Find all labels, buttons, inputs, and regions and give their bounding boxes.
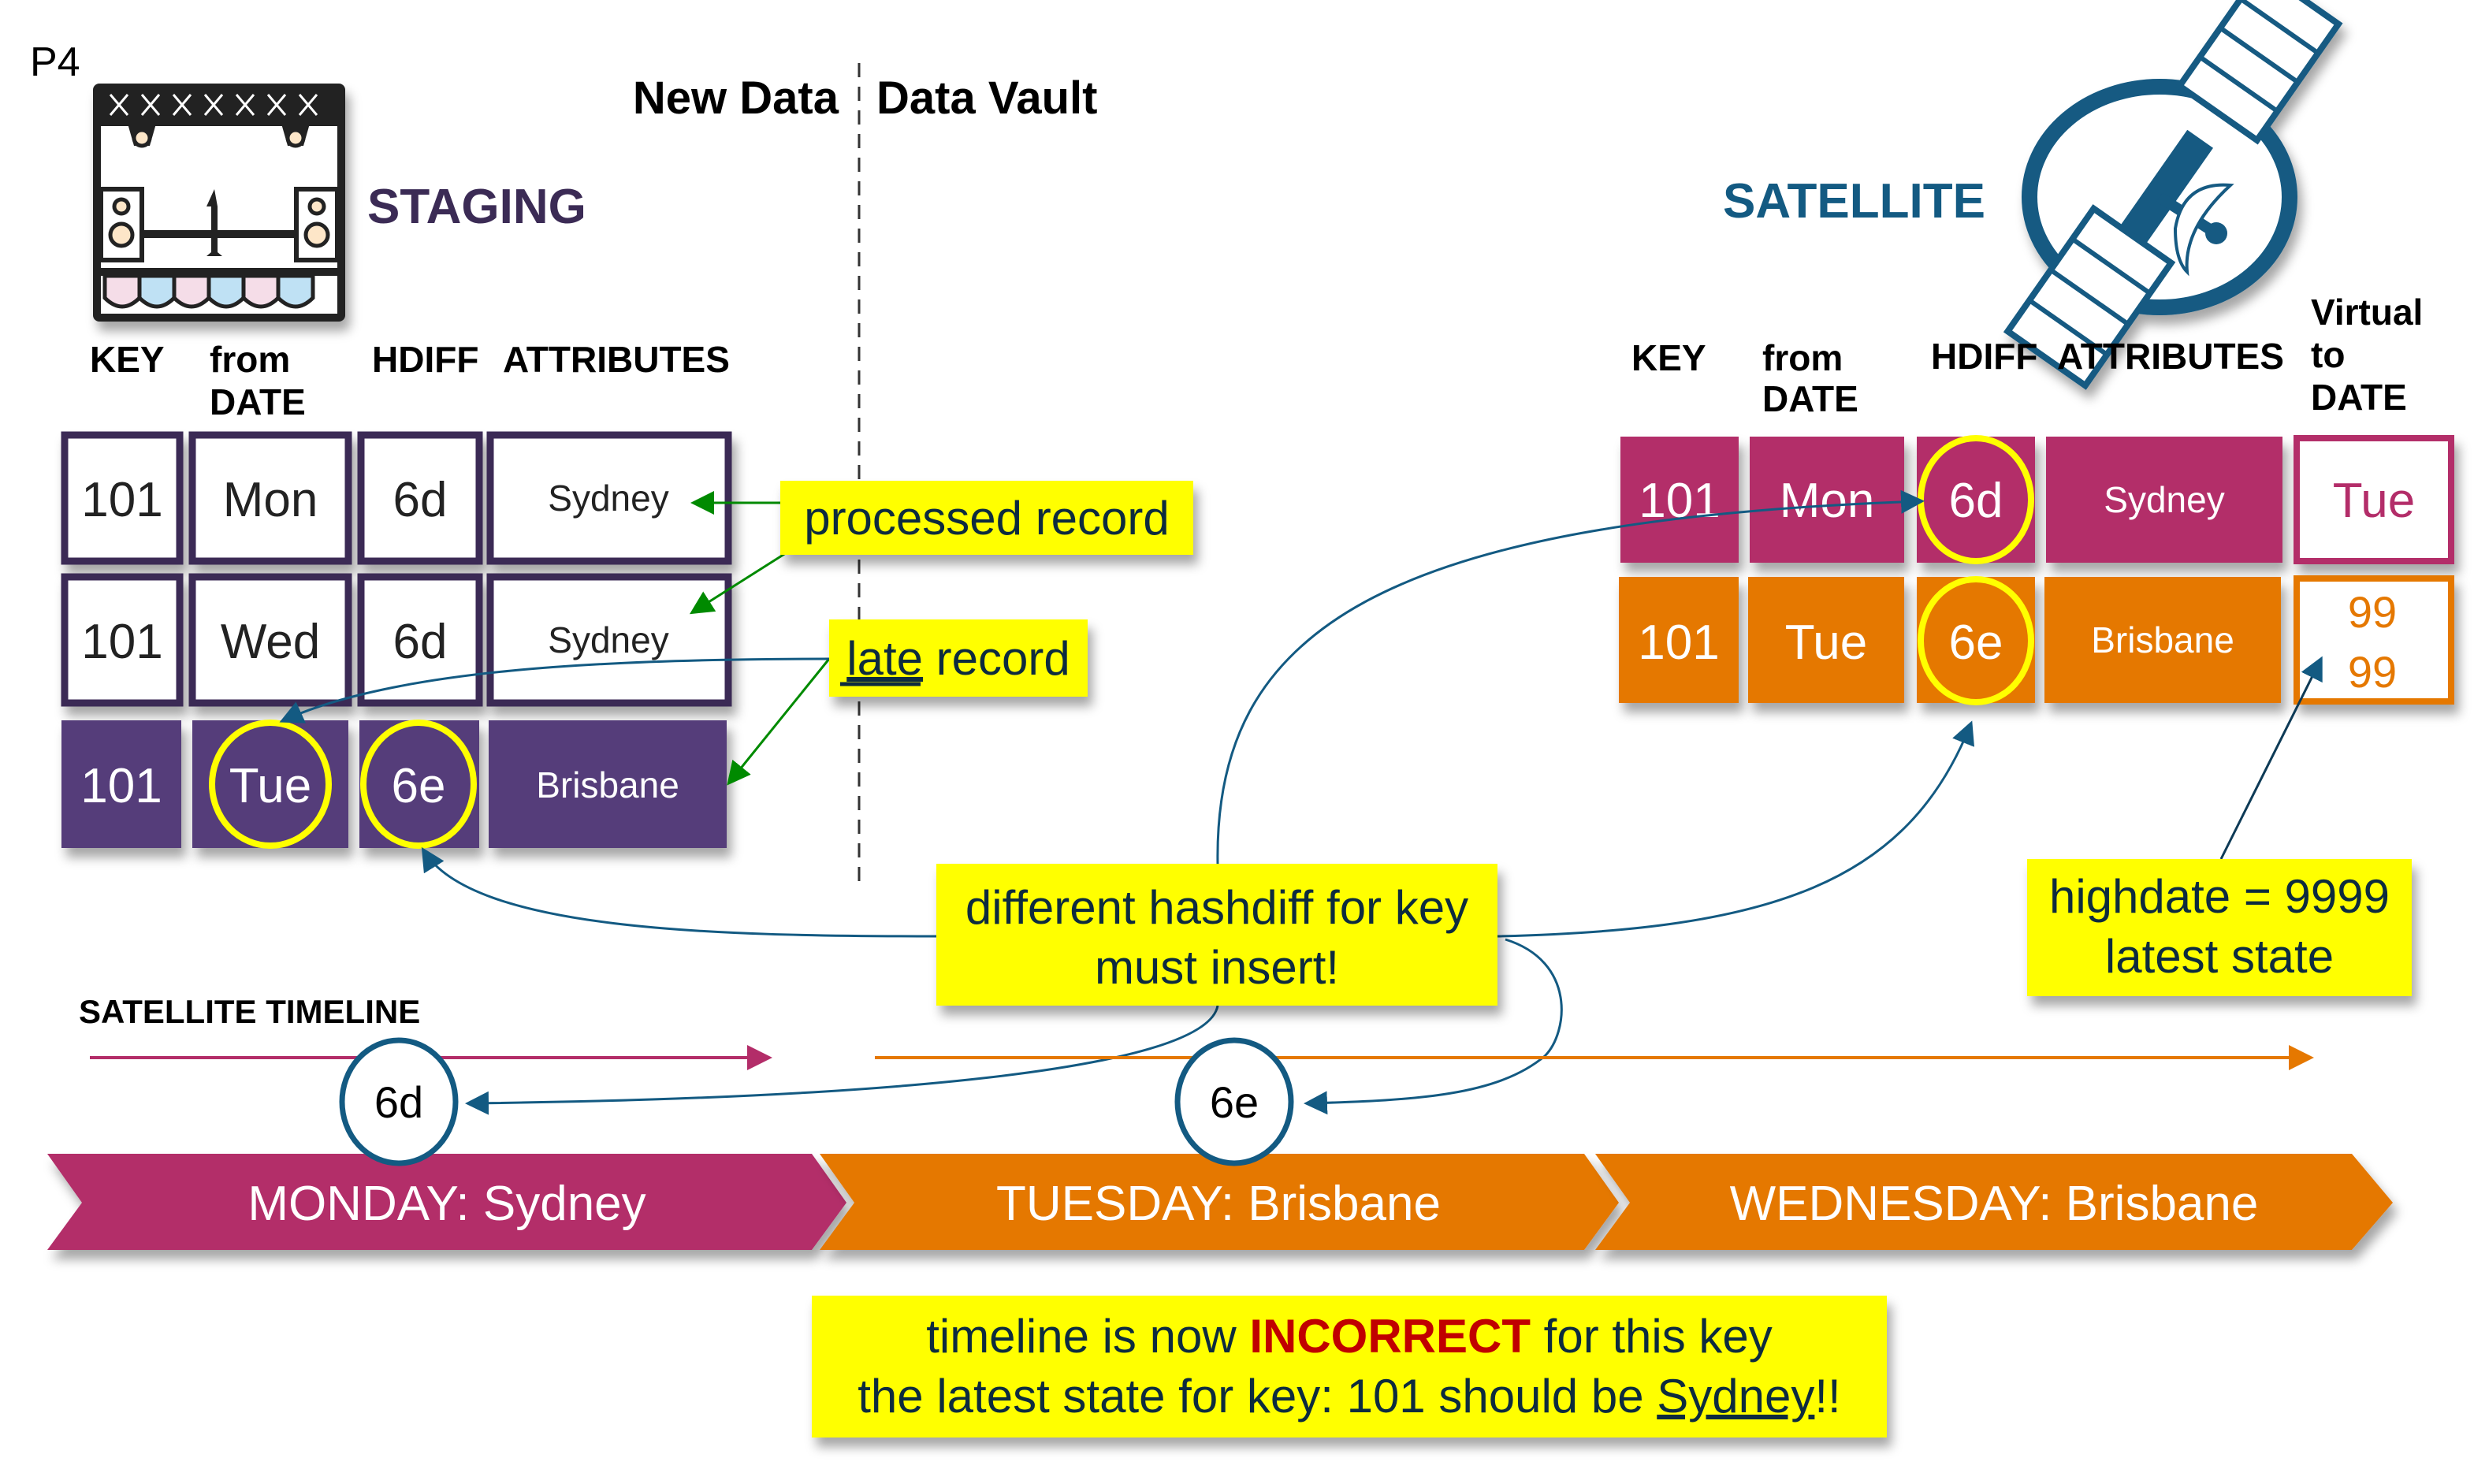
page-label: P4 (30, 39, 80, 85)
satellite-title: SATELLITE (1723, 174, 1985, 229)
cell-to-date: Tue (2333, 474, 2416, 528)
satellite-row: 101 Mon 6d Sydney Tue (1620, 435, 2454, 564)
cell-key: 101 (1638, 616, 1719, 670)
cell-key: 101 (81, 473, 162, 527)
connectors (279, 489, 2323, 1115)
staging-header-key: KEY (90, 339, 165, 380)
highdate-callout: highdate = 9999 latest state (2027, 859, 2412, 996)
cell-attributes: Sydney (2104, 479, 2224, 520)
bottom-line1-c: for this key (1531, 1310, 1773, 1363)
bottom-line2-c: !! (1814, 1370, 1840, 1423)
cell-hdiff: 6d (1949, 474, 2003, 528)
cell-hdiff: 6e (392, 759, 446, 813)
cell-attributes: Sydney (548, 619, 668, 660)
hashdiff-to-satellite-6d (1216, 489, 1925, 865)
hashdiff-line2: must insert! (1095, 941, 1339, 994)
banner-monday-label: MONDAY: Sydney (247, 1177, 645, 1231)
incorrect-word: INCORRECT (1249, 1310, 1531, 1363)
highdate-pointer (2219, 656, 2323, 860)
hashdiff-to-staging-6e (421, 846, 937, 938)
hashdiff-to-satellite-6e (1497, 720, 1974, 938)
marker-label: 6e (1210, 1077, 1259, 1127)
cell-hdiff: 6e (1949, 616, 2003, 670)
cell-from-date: Wed (221, 615, 320, 669)
incorrect-timeline-callout: timeline is now INCORRECT for this key t… (812, 1296, 1887, 1438)
timeline-marker-6d: 6d (339, 1037, 459, 1166)
cell-from-date: Mon (223, 473, 318, 527)
cell-key: 101 (80, 759, 162, 813)
satellite-header-date: DATE (1762, 378, 1858, 419)
staging-header-hdiff: HDIFF (372, 339, 478, 380)
late-pointer-green (727, 658, 831, 786)
satellite-row: 101 Tue 6e Brisbane 99 99 (1619, 575, 2454, 705)
satellite-header-to: to (2311, 334, 2345, 375)
banner-monday: MONDAY: Sydney (47, 1154, 846, 1250)
satellite-timeline-label: SATELLITE TIMELINE (79, 993, 420, 1030)
data-vault-heading: Data Vault (876, 73, 1097, 124)
record-word: record (923, 632, 1070, 685)
cell-hdiff: 6d (393, 473, 448, 527)
timeline-banners: MONDAY: Sydney TUESDAY: Brisbane WEDNESD… (47, 1154, 2393, 1250)
highdate-line1: highdate = 9999 (2049, 870, 2390, 923)
banner-wednesday-label: WEDNESDAY: Brisbane (1730, 1177, 2259, 1231)
satellite-icon (2003, 0, 2343, 390)
cell-attributes: Brisbane (536, 764, 679, 805)
hashdiff-to-timeline-6d (465, 1005, 1219, 1115)
bottom-line1-a: timeline is now (926, 1310, 1249, 1363)
timeline-marker-6e: 6e (1174, 1037, 1294, 1166)
staging-headers: KEY from DATE HDIFF ATTRIBUTES (90, 339, 730, 422)
banner-tuesday-label: TUESDAY: Brisbane (996, 1177, 1441, 1231)
sydney-word: Sydney (1657, 1370, 1814, 1423)
staging-header-attributes: ATTRIBUTES (503, 339, 730, 380)
satellite-header-hdiff: HDIFF (1931, 336, 2037, 377)
late-word: late (846, 632, 923, 685)
bottom-line1: timeline is now INCORRECT for this key (926, 1310, 1773, 1363)
staging-title: STAGING (367, 180, 586, 234)
marker-label: 6d (374, 1077, 423, 1127)
stage-icon (93, 84, 345, 322)
hashdiff-line1: different hashdiff for key (965, 881, 1468, 934)
bottom-line2-a: the latest state for key: 101 should be (858, 1370, 1657, 1423)
staging-header-from: from (210, 339, 290, 380)
highdate-line2: latest state (2105, 930, 2334, 983)
satellite-headers: KEY from DATE HDIFF ATTRIBUTES Virtual t… (1631, 292, 2423, 419)
new-data-heading: New Data (633, 73, 839, 124)
cell-from-date: Mon (1780, 474, 1875, 528)
cell-key: 101 (1639, 474, 1720, 528)
cell-attributes: Sydney (548, 478, 668, 519)
bottom-line2: the latest state for key: 101 should be … (858, 1370, 1840, 1423)
cell-to-date-line1: 99 (2348, 587, 2397, 637)
cell-from-date: Tue (229, 759, 312, 813)
staging-row: 101 Wed 6d Sydney (61, 573, 732, 707)
cell-to-date-line2: 99 (2348, 647, 2397, 697)
cell-hdiff: 6d (393, 615, 448, 669)
late-record-callout: late record (829, 619, 1088, 697)
satellite-header-from: from (1762, 337, 1843, 378)
cell-attributes: Brisbane (2091, 619, 2234, 660)
staging-row: 101 Mon 6d Sydney (61, 431, 732, 565)
satellite-header-virtual: Virtual (2311, 292, 2423, 333)
staging-header-date: DATE (210, 381, 306, 422)
cell-from-date: Tue (1785, 616, 1868, 670)
satellite-header-attributes: ATTRIBUTES (2057, 336, 2284, 377)
processed-record-label: processed record (804, 492, 1170, 545)
banner-wednesday: WEDNESDAY: Brisbane (1595, 1154, 2393, 1250)
satellite-header-key: KEY (1631, 337, 1706, 378)
staging-row-late: 101 Tue 6e Brisbane (61, 720, 727, 849)
highlight-ring (209, 720, 332, 849)
late-record-label: late record (846, 632, 1070, 685)
hashdiff-callout: different hashdiff for key must insert! (936, 864, 1497, 1006)
late-pointer-blue (279, 657, 830, 723)
highlight-ring (1918, 576, 2034, 705)
processed-record-callout: processed record (780, 481, 1193, 555)
banner-tuesday: TUESDAY: Brisbane (820, 1154, 1619, 1250)
cell-key: 101 (81, 615, 162, 669)
satellite-header-to-date: DATE (2311, 377, 2407, 418)
processed-pointer-2 (689, 550, 789, 615)
highlight-ring (360, 720, 477, 849)
